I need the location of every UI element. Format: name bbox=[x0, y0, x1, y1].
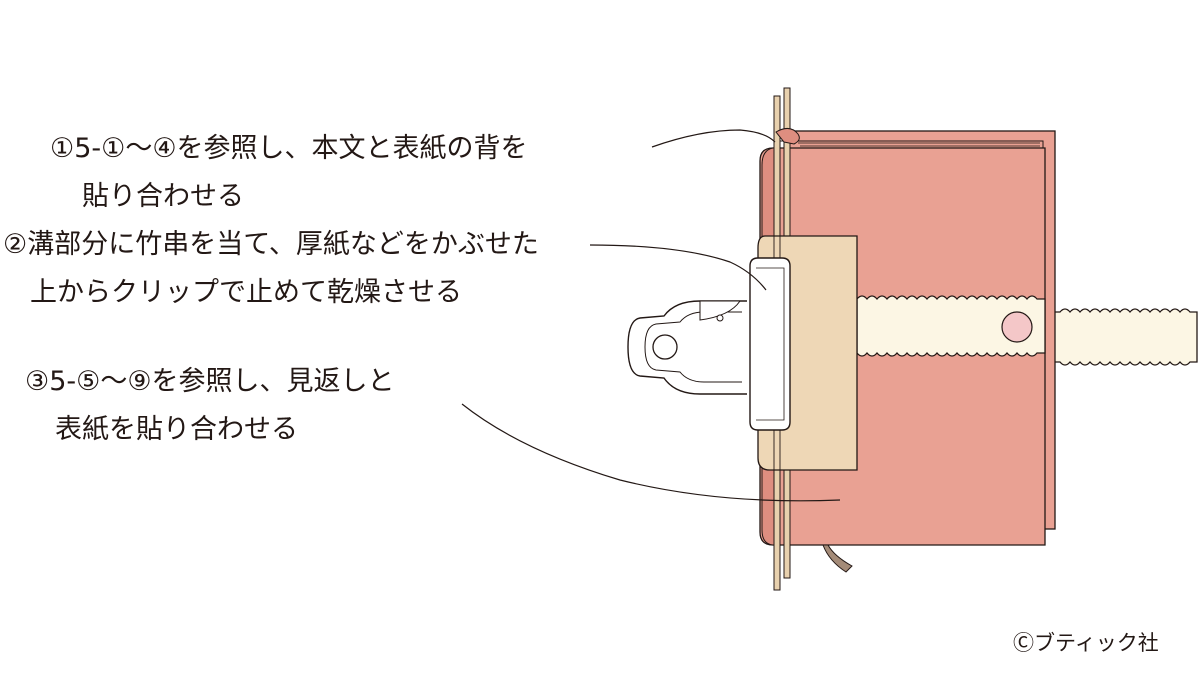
step-1-line-1: ①5-①〜④を参照し、本文と表紙の背を bbox=[50, 133, 528, 164]
binder-clip-icon bbox=[627, 257, 791, 431]
leader-line-2 bbox=[589, 244, 767, 291]
spine-glue-tab bbox=[775, 128, 800, 145]
step-1-line-2: 貼り合わせる bbox=[82, 181, 244, 212]
step-1-instruction: ①5-①〜④を参照し、本文と表紙の背を 貼り合わせる bbox=[50, 125, 528, 221]
ribbon-tape bbox=[856, 295, 1046, 357]
leader-line-3 bbox=[461, 403, 841, 502]
step-3-instruction: ③5-⑤〜⑨を参照し、見返しと 表紙を貼り合わせる bbox=[25, 358, 395, 454]
step-3-line-1: ③5-⑤〜⑨を参照し、見返しと bbox=[25, 366, 395, 397]
step-2-line-1: ②溝部分に竹串を当て、厚紙などをかぶせた bbox=[3, 229, 539, 260]
bookmark-ribbon bbox=[822, 544, 853, 573]
ribbon-extension bbox=[1045, 308, 1198, 366]
leader-line-1 bbox=[651, 129, 776, 148]
page-edge-lines bbox=[798, 142, 1040, 147]
copyright-notice: Ⓒブティック社 bbox=[1013, 631, 1159, 655]
step-2-line-2: 上からクリップで止めて乾燥させる bbox=[30, 277, 462, 308]
ribbon-marker bbox=[1001, 311, 1033, 343]
step-2-instruction: ②溝部分に竹串を当て、厚紙などをかぶせた 上からクリップで止めて乾燥させる bbox=[3, 221, 539, 317]
step-3-line-2: 表紙を貼り合わせる bbox=[55, 414, 298, 445]
